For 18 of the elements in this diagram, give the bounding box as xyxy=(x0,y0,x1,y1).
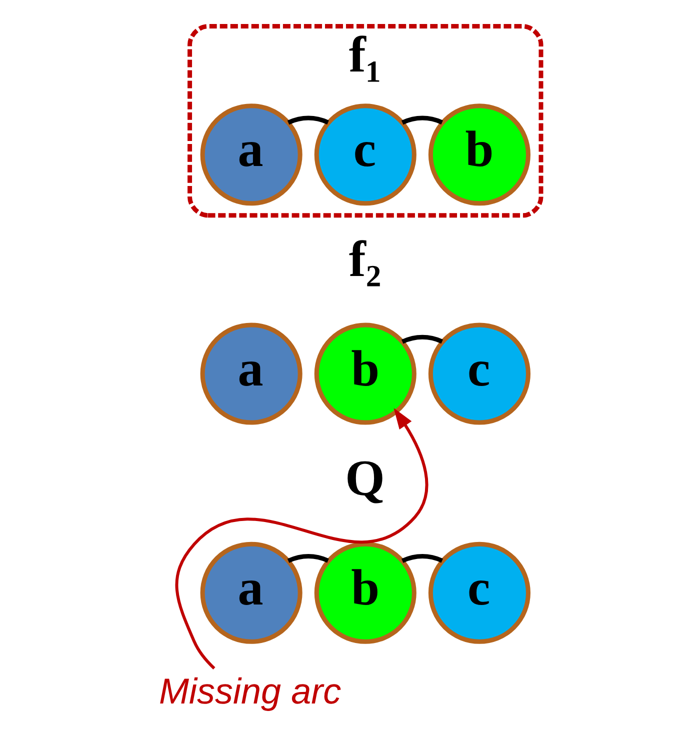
node-circle: c xyxy=(314,104,416,206)
node-text: Missing arc xyxy=(159,670,342,712)
connector xyxy=(402,334,443,344)
connector xyxy=(402,554,443,563)
node-circle: c xyxy=(428,322,530,425)
connector xyxy=(287,554,329,563)
node-circle: a xyxy=(200,104,302,206)
node-circle: c xyxy=(428,542,530,644)
connector xyxy=(402,116,443,125)
node-circle: a xyxy=(200,322,302,425)
connector xyxy=(287,116,329,125)
node-circle: b xyxy=(428,104,530,206)
label: Q xyxy=(345,450,385,507)
label: f₂ xyxy=(348,232,382,288)
node-circle: b xyxy=(314,542,416,644)
arrow xyxy=(175,408,428,670)
node-circle: b xyxy=(314,322,416,425)
node-circle: a xyxy=(200,542,302,644)
